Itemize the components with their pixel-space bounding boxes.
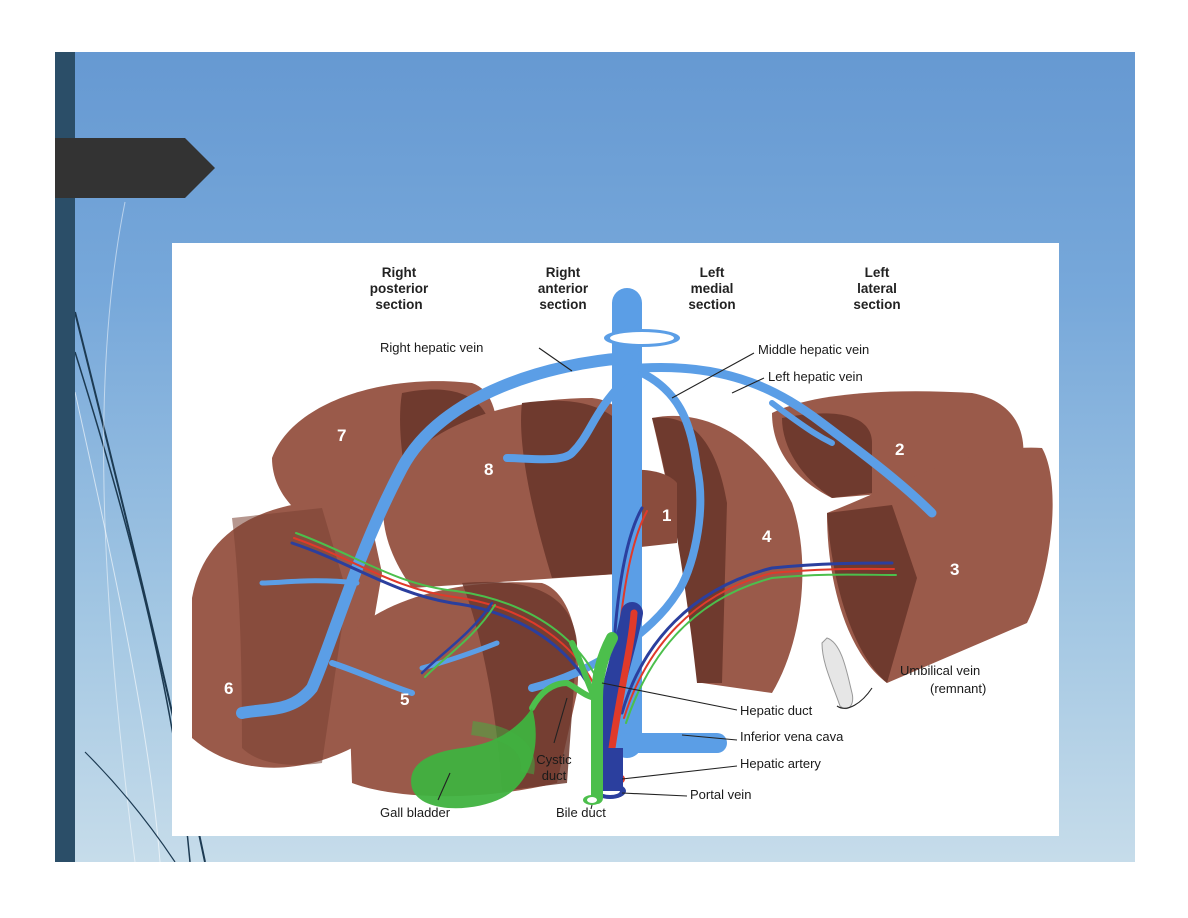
section-left-lateral-line2: lateral (857, 281, 897, 296)
section-left-medial-line3: section (688, 297, 735, 312)
section-right-posterior-line2: posterior (370, 281, 429, 296)
label-umbilical-vein-remnant: (remnant) (930, 681, 986, 696)
label-middle-hepatic-vein: Middle hepatic vein (758, 342, 869, 357)
section-right-anterior-line2: anterior (538, 281, 589, 296)
liver-segments-diagram: Right posterior section Right anterior s… (192, 265, 1053, 820)
title-tab-arrow (55, 138, 215, 198)
label-portal-vein: Portal vein (690, 787, 751, 802)
segment-number-6: 6 (224, 679, 233, 698)
umbilical-vein-shape (821, 637, 854, 710)
label-cystic-duct-line2: duct (542, 768, 567, 783)
section-right-posterior-line1: Right (382, 265, 417, 280)
label-gall-bladder: Gall bladder (380, 805, 451, 820)
liver-diagram-panel: Right posterior section Right anterior s… (172, 243, 1059, 836)
label-inferior-vena-cava: Inferior vena cava (740, 729, 844, 744)
slide: Right posterior section Right anterior s… (55, 52, 1135, 862)
section-left-lateral-line1: Left (865, 265, 890, 280)
label-left-hepatic-vein: Left hepatic vein (768, 369, 863, 384)
label-hepatic-artery: Hepatic artery (740, 756, 821, 771)
ivc-top-opening (604, 329, 680, 347)
gall-bladder-shape (411, 708, 536, 809)
label-umbilical-vein: Umbilical vein (900, 663, 980, 678)
segment-number-2: 2 (895, 440, 904, 459)
left-accent-bar (55, 52, 75, 862)
biliary-tree (529, 632, 618, 804)
segment-number-1: 1 (662, 506, 671, 525)
portal-triad-branches (290, 506, 897, 725)
section-left-medial-line2: medial (691, 281, 734, 296)
segment-number-5: 5 (400, 690, 409, 709)
section-right-anterior-line3: section (539, 297, 586, 312)
leader-lines (437, 347, 873, 810)
label-cystic-duct-line1: Cystic (536, 752, 572, 767)
label-right-hepatic-vein: Right hepatic vein (380, 340, 483, 355)
section-left-medial-line1: Left (700, 265, 725, 280)
segment-number-7: 7 (337, 426, 346, 445)
label-bile-duct: Bile duct (556, 805, 606, 820)
portal-vein-lower (597, 748, 623, 791)
segment-number-8: 8 (484, 460, 493, 479)
section-right-posterior-line3: section (375, 297, 422, 312)
segment-number-3: 3 (950, 560, 959, 579)
section-left-lateral-line3: section (853, 297, 900, 312)
section-right-anterior-line1: Right (546, 265, 581, 280)
label-hepatic-duct: Hepatic duct (740, 703, 813, 718)
segment-number-4: 4 (762, 527, 772, 546)
